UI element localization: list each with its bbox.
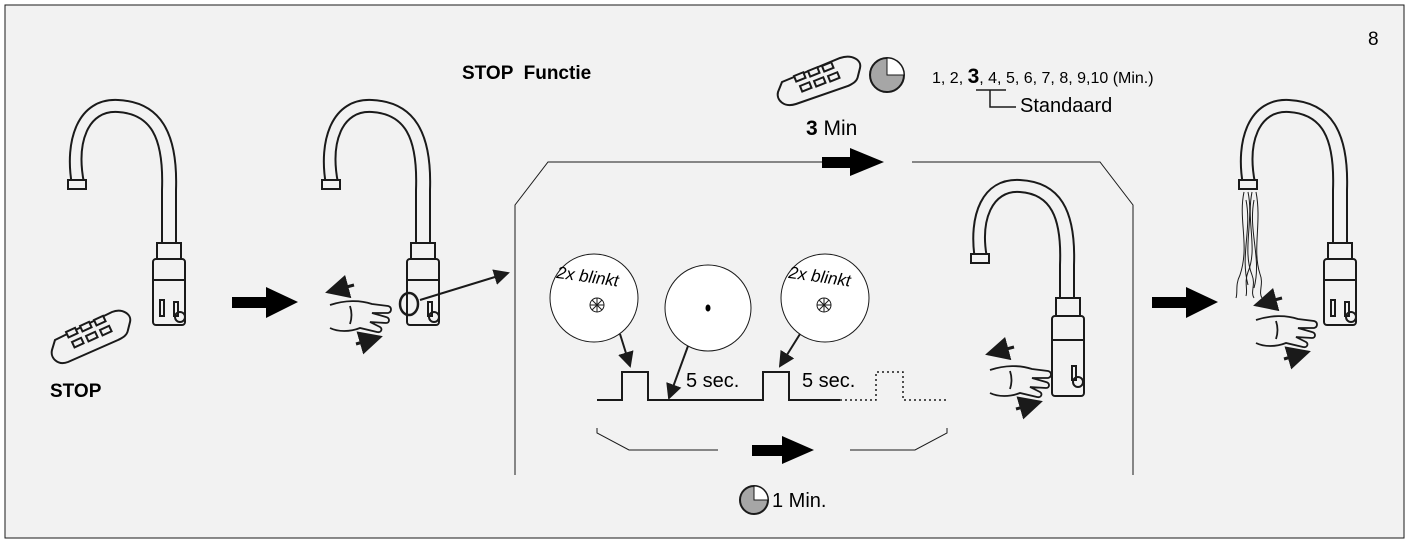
timer-arrow (822, 148, 884, 176)
hand-gesture-icon (329, 300, 392, 334)
cycle-bracket (596, 428, 718, 451)
process-frame (514, 161, 822, 475)
step-arrow-2 (1152, 287, 1218, 318)
remote-control-top-icon (776, 55, 862, 106)
pointer-arrow-2 (666, 345, 689, 400)
water-stream-icon (1235, 191, 1263, 299)
faucet-sensor (321, 98, 440, 326)
pulse-waveform-dotted (840, 371, 947, 401)
pointer-arrow-1 (618, 333, 634, 368)
remote-stop-label: STOP (50, 381, 102, 402)
remote-control-icon (50, 309, 132, 364)
hand-gesture-icon-3 (1255, 315, 1318, 349)
clock-small-icon (739, 485, 769, 515)
page-title: STOP Functie (462, 63, 592, 84)
default-label: Standaard (1020, 95, 1113, 117)
sensor-pointer-arrow (419, 269, 510, 301)
led-blink-circle-1 (549, 253, 639, 343)
clock-icon (869, 57, 905, 93)
hand-gesture-icon-2 (989, 365, 1052, 399)
led-steady-circle (664, 264, 752, 352)
faucet-stop-active (970, 178, 1085, 397)
cycle-bracket-right (850, 428, 948, 451)
faucet-flowing (1238, 98, 1357, 326)
motion-arrows-icon-2 (985, 336, 1043, 420)
pointer-arrow-3 (778, 333, 801, 368)
selected-option: 3 (967, 65, 980, 88)
led-blink-circle-2 (780, 253, 870, 343)
cycle-arrow (752, 436, 814, 464)
minutes-setting: 3 Min (806, 117, 858, 140)
duration-options: 1, 2, 3, 4, 5, 6, 7, 8, 9,10 (Min.) (932, 65, 1154, 88)
step-arrow-1 (232, 287, 298, 318)
process-frame-right (912, 161, 1134, 475)
interval-label-2: 5 sec. (802, 370, 856, 392)
faucet-idle (67, 98, 186, 326)
pulse-waveform (597, 371, 840, 401)
default-bracket (989, 90, 1016, 108)
interval-label-1: 5 sec. (686, 370, 740, 392)
page-number: 8 (1368, 29, 1379, 50)
motion-arrows-icon-3 (1253, 287, 1311, 370)
cycle-duration-label: 1 Min. (772, 490, 827, 512)
motion-arrows-icon (325, 274, 383, 355)
